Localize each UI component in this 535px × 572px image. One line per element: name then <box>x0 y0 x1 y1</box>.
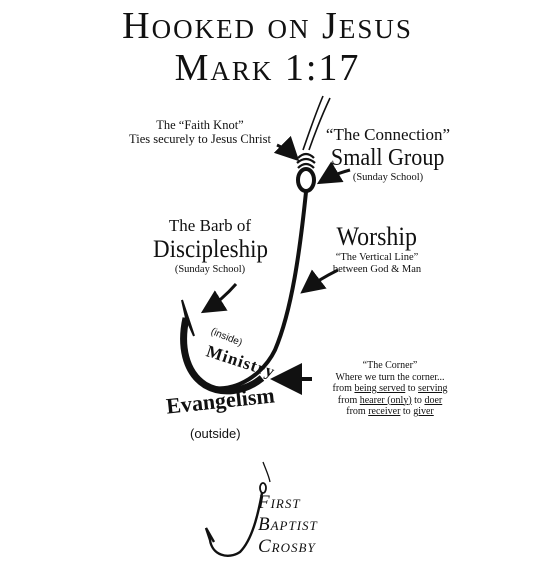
logo-line-1: First <box>258 492 301 513</box>
barb-heading: The Barb of <box>168 216 252 235</box>
corner-line-4: from receiver to giver <box>310 406 470 418</box>
arrow-faith-knot <box>273 135 300 162</box>
corner-line-2: from being served to serving <box>310 383 470 395</box>
corner-heading: “The Corner” <box>362 360 418 371</box>
page-title: Hooked on Jesus <box>122 5 413 47</box>
arrow-worship <box>300 268 339 294</box>
church-logo: First Baptist Crosby <box>258 492 318 558</box>
faith-knot <box>296 152 316 169</box>
outside-tag: (outside) <box>190 426 241 441</box>
corner-line-4-u1: receiver <box>368 406 401 417</box>
arrow-barb <box>200 283 238 314</box>
logo-hook <box>204 492 264 557</box>
barb-label: The Barb of Discipleship (Sunday School) <box>140 216 280 276</box>
corner-label: “The Corner” Where we turn the corner...… <box>310 360 470 418</box>
connection-heading: “The Connection” <box>325 125 451 144</box>
hook-eye <box>296 167 316 193</box>
worship-main: Worship <box>336 222 418 251</box>
page-subtitle: Mark 1:17 <box>174 47 361 89</box>
corner-line-4-u2: giver <box>413 406 434 417</box>
logo-line-3: Crosby <box>258 536 316 557</box>
corner-line-4-mid: to <box>400 406 414 417</box>
faith-knot-label: The “Faith Knot” Ties securely to Jesus … <box>100 118 300 147</box>
corner-line-3-pre: from <box>337 394 360 406</box>
connection-sub: (Sunday School) <box>352 172 424 184</box>
arrow-connection <box>316 161 351 185</box>
logo-line-2: Baptist <box>258 514 318 535</box>
corner-line-2-mid: to <box>405 383 419 394</box>
corner-line-2-pre: from <box>332 383 355 394</box>
connection-label: “The Connection” Small Group (Sunday Sch… <box>318 125 458 184</box>
corner-line-4-pre: from <box>346 406 369 417</box>
faith-knot-sub: Ties securely to Jesus Christ <box>129 132 271 147</box>
corner-line-3-u1: hearer (only) <box>359 394 412 406</box>
logo-line <box>262 461 271 483</box>
connection-main: Small Group <box>331 144 445 171</box>
hook-barb <box>181 299 195 337</box>
fishing-line-2 <box>308 97 331 151</box>
worship-sub-1: “The Vertical Line” <box>335 251 419 263</box>
barb-main: Discipleship <box>152 235 268 263</box>
corner-line-2-u2: serving <box>418 383 448 394</box>
corner-line-3-mid: to <box>411 394 425 406</box>
corner-line-3: from hearer (only) to doer <box>310 395 470 407</box>
corner-line-2-u1: being served <box>354 383 406 394</box>
hook-bend-shade <box>180 317 265 395</box>
barb-sub: (Sunday School) <box>174 264 246 276</box>
corner-line-1: Where we turn the corner... <box>335 371 445 383</box>
logo-hook-eye <box>259 482 267 494</box>
fishing-line-1 <box>302 95 324 151</box>
worship-label: Worship “The Vertical Line” between God … <box>312 222 442 276</box>
faith-knot-heading: The “Faith Knot” <box>156 118 244 132</box>
corner-line-3-u2: doer <box>424 394 443 406</box>
worship-sub-2: between God & Man <box>332 263 422 275</box>
